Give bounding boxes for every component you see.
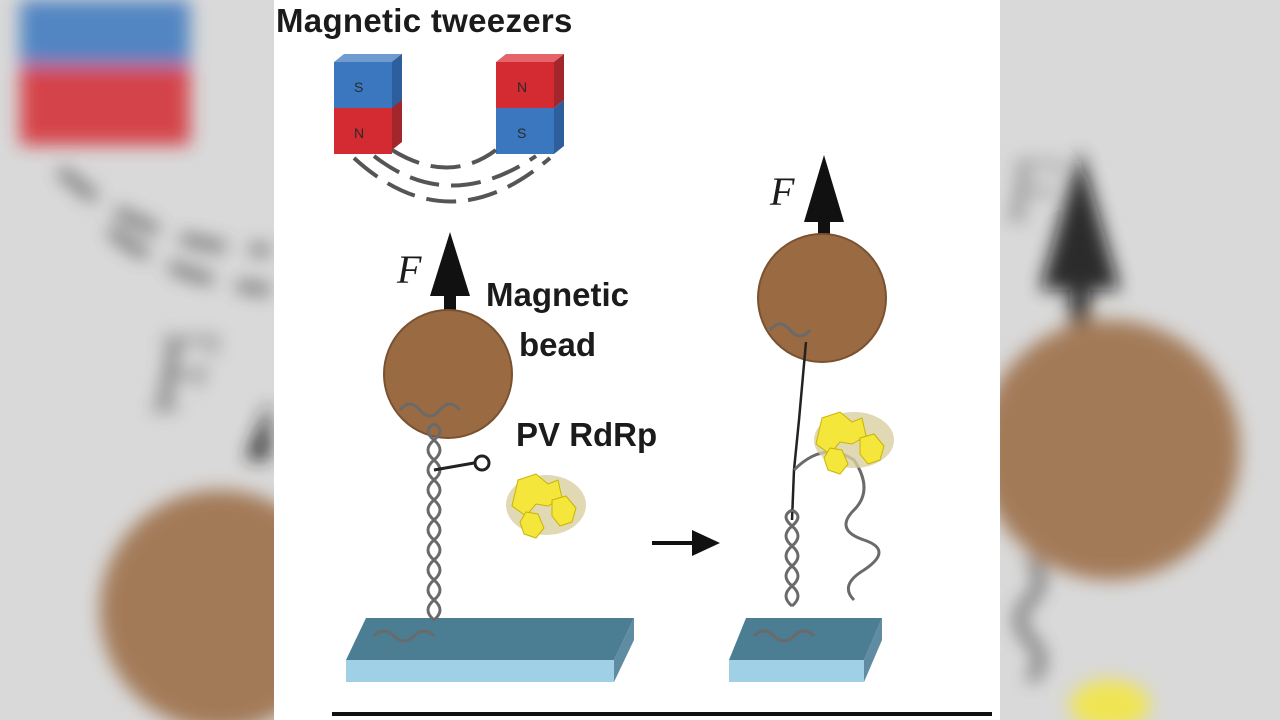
surface-right	[729, 618, 882, 682]
dna-tether-right	[752, 322, 881, 643]
bead-label-line1: Magnetic	[486, 276, 630, 313]
diagram-canvas: S N N S	[274, 0, 1000, 720]
field-lines	[352, 148, 552, 204]
figure-panel: S N N S	[274, 0, 1000, 720]
force-label-left: F	[397, 247, 422, 292]
force-arrow-right	[804, 155, 844, 222]
dna-tether-left	[372, 402, 491, 643]
force-arrow-left	[430, 232, 470, 296]
left-magnet: S N	[334, 54, 402, 154]
svg-text:F: F	[1004, 141, 1061, 240]
diagram-title: Magnetic tweezers	[276, 2, 573, 39]
surface-left	[346, 618, 634, 682]
right-magnet: N S	[496, 54, 564, 154]
force-label-right: F	[770, 169, 795, 214]
transition-arrow	[652, 530, 720, 556]
right-top-pole-label: N	[517, 79, 527, 95]
bottom-rule	[332, 712, 992, 716]
left-bottom-pole-label: N	[354, 125, 364, 141]
svg-text:F: F	[149, 312, 219, 434]
enzyme-right	[814, 411, 894, 475]
bead-label: Magnetic bead	[486, 270, 629, 370]
left-top-pole-label: S	[354, 79, 363, 95]
bead-label-line2: bead	[519, 326, 597, 363]
right-bottom-pole-label: S	[517, 125, 526, 141]
enzyme-label: PV RdRp	[516, 416, 658, 453]
enzyme-left	[506, 473, 586, 539]
